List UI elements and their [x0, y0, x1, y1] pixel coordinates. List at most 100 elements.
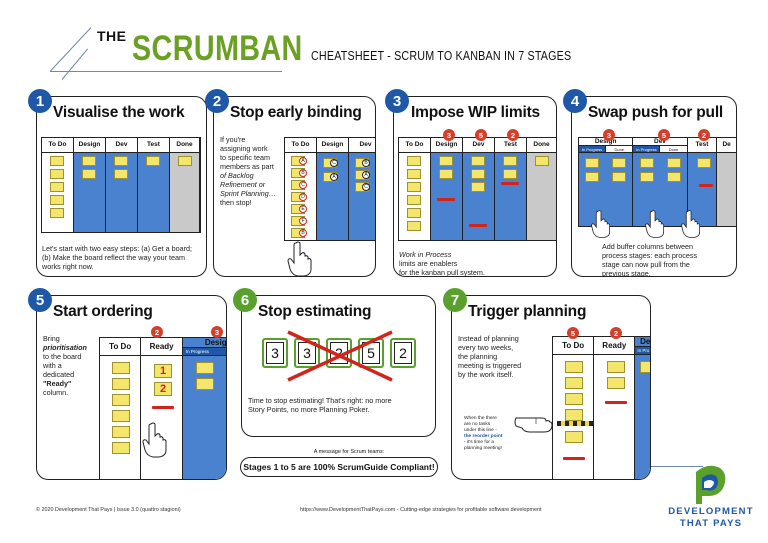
kanban-board: Design In Progress Done Dev In Progress … [578, 137, 736, 227]
panel-description: Let's start with two easy steps: (a) Get… [42, 244, 192, 271]
panel-title: Stop estimating [258, 303, 372, 320]
sticky-note: 2 [154, 382, 172, 396]
estimate-card: 3 [262, 338, 288, 368]
column-dev: Dev In Progress Done [633, 138, 688, 226]
text-line: stage can now pull from the [602, 260, 690, 269]
sticky-note [565, 361, 583, 373]
wip-limit-badge: 2 [698, 129, 710, 141]
avatar: A [362, 171, 370, 179]
sticky-note [114, 156, 128, 166]
avatar: B [299, 169, 307, 177]
text-line: limits are enablers [399, 259, 458, 268]
wip-limit-line [437, 198, 455, 201]
sticky-note: E [291, 204, 307, 214]
sticky-note [585, 158, 599, 168]
text-line: to the board [43, 352, 82, 361]
decorative-line [50, 71, 282, 72]
sticky-note [565, 393, 583, 405]
text-line: to specific team [220, 153, 270, 162]
sticky-note [407, 169, 421, 179]
sticky-note [503, 169, 517, 179]
column-design: Design [74, 138, 106, 232]
sticky-note [112, 426, 130, 438]
sticky-note [407, 221, 421, 231]
column-header: Design [74, 138, 105, 153]
estimate-value: 2 [394, 342, 412, 364]
column-header: Dev [106, 138, 137, 153]
text-line: Bring [43, 334, 60, 343]
text-line: When the there [464, 416, 497, 421]
wip-limit-line [152, 406, 174, 409]
sticky-note [667, 158, 681, 168]
text-line: meeting is triggered [458, 361, 522, 370]
column-todo: To Do [100, 338, 142, 479]
sticky-note [439, 156, 453, 166]
panel-title: Trigger planning [468, 303, 587, 320]
text-line: Refinement or [220, 180, 266, 189]
sticky-note: F [291, 216, 307, 226]
column-header: De [717, 138, 736, 153]
text-line: Sprint Planning… [220, 189, 276, 198]
estimate-card: 2 [390, 338, 416, 368]
priority-number: 2 [159, 383, 167, 395]
column-header: To Do [285, 138, 316, 153]
panel-impose-wip-limits: Impose WIP limits 3 5 2 To Do Design Dev… [393, 96, 557, 277]
sticky-note: C [323, 158, 338, 168]
text-line: members as part [220, 162, 274, 171]
column-dev: Dev [463, 138, 495, 240]
sticky-note [471, 182, 485, 192]
sticky-note: 1 [154, 364, 172, 378]
text-line: assigning work [220, 144, 268, 153]
avatar: E [299, 205, 307, 213]
text-line: column. [43, 388, 69, 397]
step-badge-1: 1 [28, 89, 52, 113]
panel-title: Stop early binding [230, 104, 362, 121]
text-line: "Ready" [43, 379, 72, 388]
sticky-note [50, 169, 64, 179]
sticky-note [640, 361, 650, 373]
step-badge-5: 5 [28, 288, 52, 312]
column-test: Test [687, 138, 718, 226]
sticky-note: A [355, 170, 370, 180]
sticky-note: B [291, 168, 307, 178]
panel-title: Start ordering [53, 303, 153, 320]
sticky-note: D [291, 192, 307, 202]
pointing-hand-icon [645, 210, 665, 238]
column-header: Done [527, 138, 556, 153]
sticky-note [82, 169, 96, 179]
column-header: De [635, 337, 650, 347]
text-line: the reorder point [464, 434, 503, 439]
sticky-note [407, 208, 421, 218]
column-done: Done [527, 138, 556, 240]
kanban-board: To Do Ready De In Pro [552, 336, 650, 479]
sticky-note [565, 409, 583, 421]
column-header: Design [317, 138, 348, 153]
panel-description: Time to stop estimating! That's right: n… [248, 396, 433, 414]
text-line: Work in Process [399, 250, 452, 259]
sticky-note: A [291, 156, 307, 166]
column-header: To Do [100, 338, 141, 356]
text-line: Add buffer columns between [602, 242, 693, 251]
sticky-note [112, 394, 130, 406]
wip-limit-badge: 5 [658, 129, 670, 141]
panel-trigger-planning: Trigger planning Instead of planning eve… [451, 295, 651, 480]
pointing-hand-icon [142, 422, 167, 458]
avatar: C [330, 159, 338, 167]
text-line: the planning [458, 352, 498, 361]
panel-description: Work in Process limits are enablers for … [399, 250, 549, 276]
sticky-note [471, 156, 485, 166]
text-line: under this line - [464, 428, 497, 433]
wip-limit-line [699, 184, 713, 187]
development-that-pays-logo-icon [696, 465, 726, 504]
sticky-note [407, 195, 421, 205]
avatar: A [330, 173, 338, 181]
page-subtitle: CHEATSHEET - SCRUM TO KANBAN IN 7 STAGES [310, 49, 571, 63]
wip-limit-badge: 5 [567, 327, 579, 339]
panel-swap-push-for-pull: Swap push for pull 3 5 2 Design In Progr… [571, 96, 737, 277]
priority-number: 1 [159, 365, 167, 377]
column-header: Dev [463, 138, 494, 153]
sticky-note [50, 182, 64, 192]
sticky-note [607, 377, 625, 389]
